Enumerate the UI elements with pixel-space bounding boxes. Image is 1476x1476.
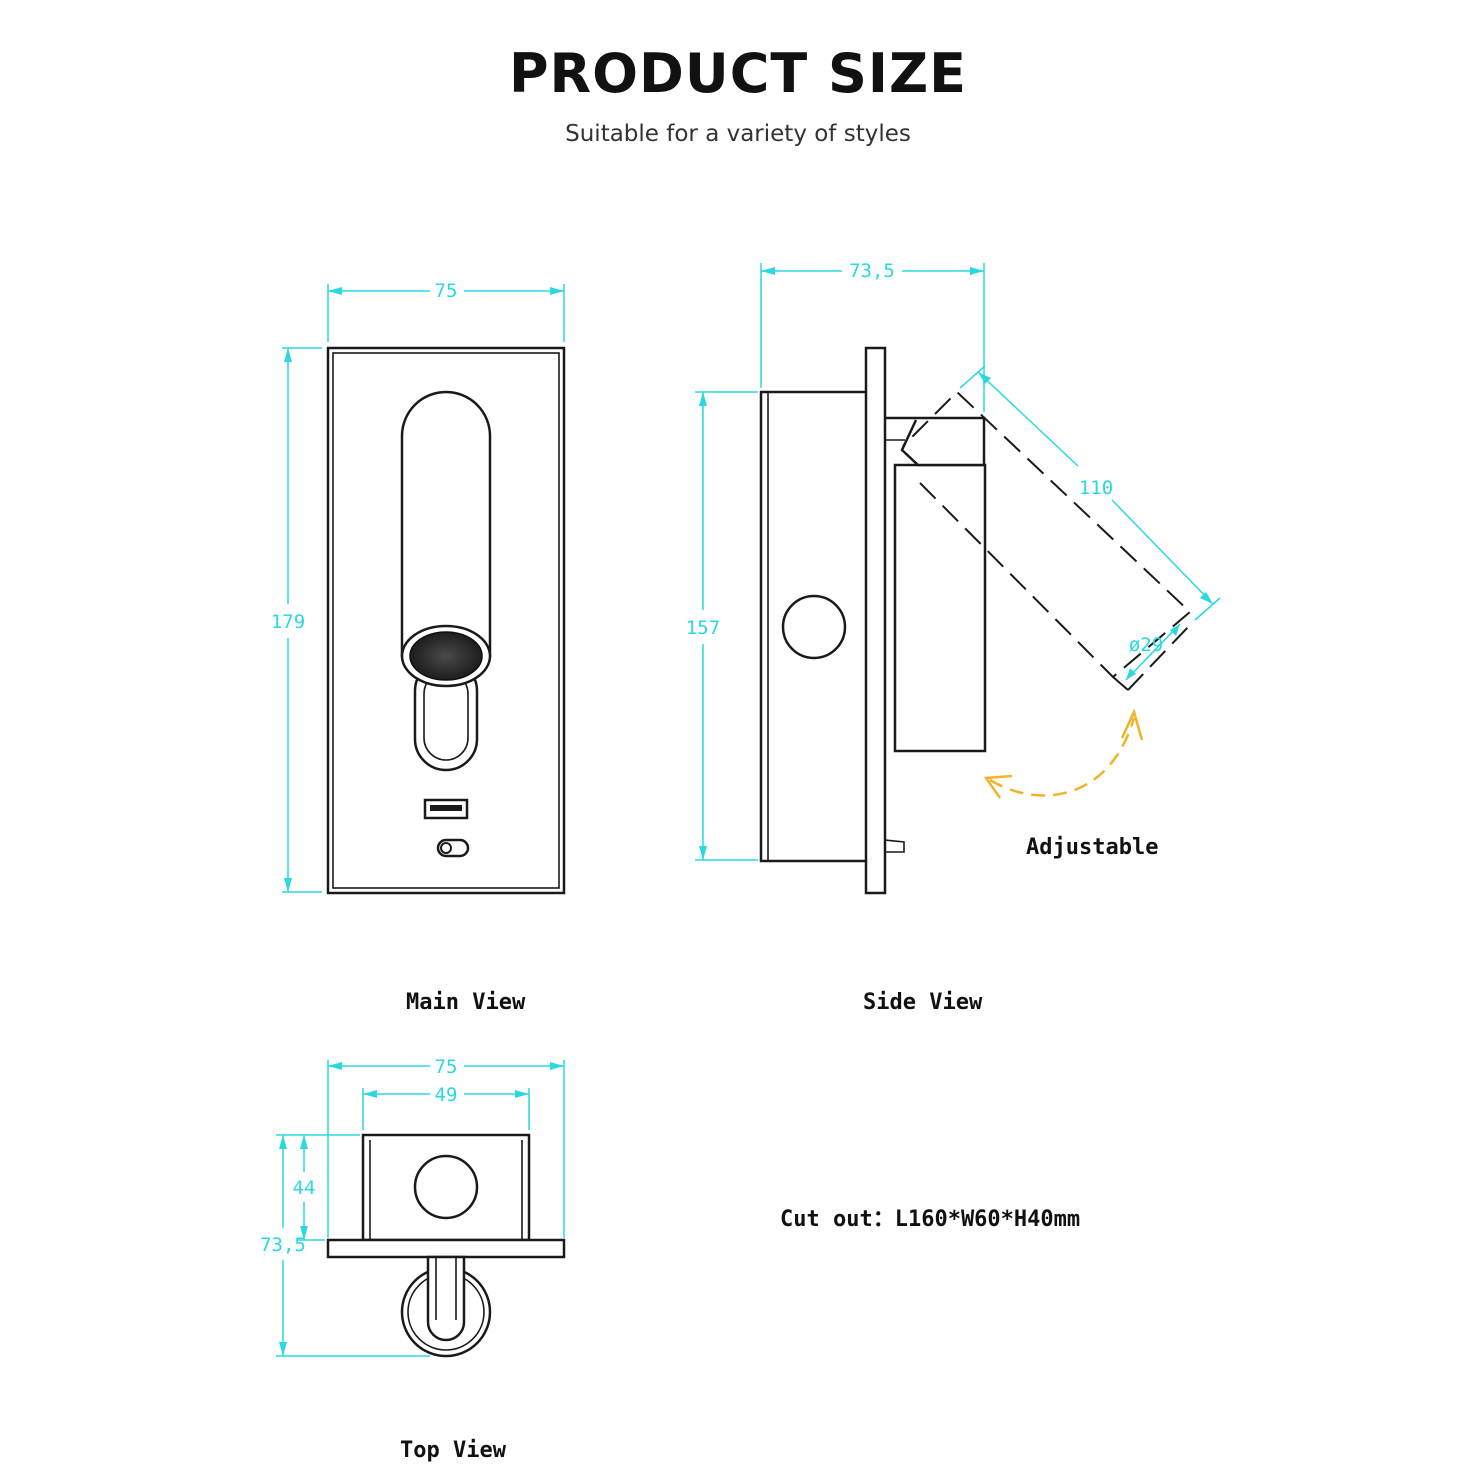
side-depth-dimension xyxy=(760,263,985,412)
page-title: PRODUCT SIZE xyxy=(508,42,968,105)
side-rotated-arm-outline xyxy=(902,390,1192,679)
top-depth-dimension xyxy=(276,1134,430,1357)
adjustable-label: Adjustable xyxy=(1026,835,1159,860)
main-light-head-lens xyxy=(409,631,483,681)
top-face-plate xyxy=(326,1238,566,1259)
side-knob xyxy=(781,594,847,660)
top-reading-arm xyxy=(426,1255,466,1342)
top-view-drawing: 75 49 44 73,5 xyxy=(260,1056,566,1358)
main-reading-arm xyxy=(400,390,492,658)
head-diameter-dimension xyxy=(1125,623,1181,681)
side-height-label: 157 xyxy=(686,617,720,639)
top-width-dimension xyxy=(327,1060,565,1238)
top-knob xyxy=(413,1154,479,1220)
side-arm-body xyxy=(893,463,987,753)
main-height-dimension xyxy=(282,347,322,893)
side-face-plate xyxy=(864,346,887,895)
top-width-label: 75 xyxy=(435,1056,458,1078)
main-view-drawing: 75 179 xyxy=(271,280,566,895)
side-view-caption: Side View xyxy=(863,990,983,1015)
top-inner-depth-dimension xyxy=(297,1134,360,1241)
side-depth-label: 73,5 xyxy=(849,260,895,282)
main-width-dimension xyxy=(327,284,565,342)
top-inner-depth-label: 44 xyxy=(293,1177,316,1199)
top-inner-width-label: 49 xyxy=(435,1084,458,1106)
page-subtitle: Suitable for a variety of styles xyxy=(565,121,911,147)
main-view-caption: Main View xyxy=(406,990,526,1015)
main-height-label: 179 xyxy=(271,611,305,633)
side-height-dimension xyxy=(695,391,758,861)
cutout-note: Cut out：L160*W60*H40mm xyxy=(780,1207,1081,1232)
side-view-drawing: 73,5 157 xyxy=(686,260,1221,895)
side-pivot-joint xyxy=(885,416,986,467)
head-diameter-label: ø29 xyxy=(1129,634,1163,656)
top-depth-label: 73,5 xyxy=(260,1234,306,1256)
arm-length-label: 110 xyxy=(1079,477,1113,499)
arm-length-dimension xyxy=(959,365,1221,621)
top-view-caption: Top View xyxy=(400,1438,506,1463)
top-inner-width-dimension xyxy=(362,1088,530,1130)
adjustable-arrow xyxy=(983,708,1144,799)
main-width-label: 75 xyxy=(435,280,458,302)
